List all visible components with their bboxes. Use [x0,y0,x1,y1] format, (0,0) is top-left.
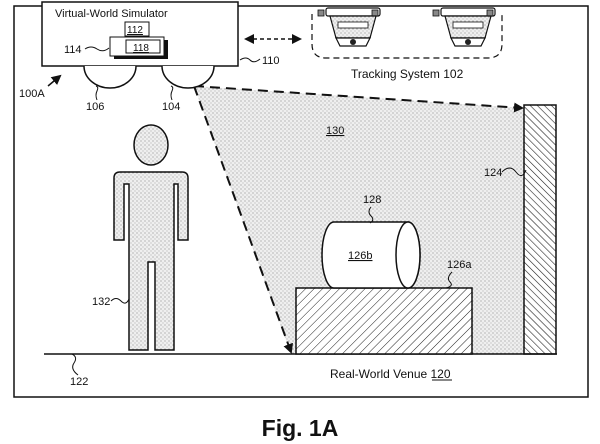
projector-106-label: 106 [86,101,104,113]
simulator-ref-leader [239,57,261,63]
projection-wall [523,104,557,355]
stack-ref-leader [84,46,110,52]
projector-104-leader [170,85,174,101]
cylinder-ref-leader [368,206,374,224]
person-ref-label: 132 [92,296,110,308]
projector-106-leader [95,85,99,101]
stack-ref-label: 114 [64,44,82,56]
platform-ref-label: 126a [447,259,472,271]
floor-ref-label: 122 [70,376,88,388]
platform-ref-leader [445,271,453,289]
simulator-ref-label: 110 [262,55,280,67]
figure-caption: Fig. 1A [262,415,339,441]
box-118-label: 118 [133,43,149,54]
tracking-bracket [311,14,503,59]
projection-area [194,86,524,354]
venue-frame [13,5,589,398]
tracking-camera-right [432,7,496,47]
platform-block [295,287,473,355]
cylinder-label: 126b [348,250,372,262]
person-figure [113,124,189,351]
inner-box-112-label: 112 [127,25,143,36]
person-ref-leader [110,298,130,304]
projector-104-label: 104 [162,101,180,113]
simulator-title: Virtual-World Simulator [55,8,168,20]
projection-top-edge [193,85,524,113]
system-ref-label: 100A [19,88,45,100]
box-118 [125,39,161,54]
tracking-camera-left [317,7,381,47]
floor-ref-leader [71,353,79,376]
projector-104-dome [161,65,215,89]
projection-ref-label: 130 [326,125,344,137]
inner-box-112 [124,21,150,37]
wall-ref-leader [501,167,527,176]
cylinder-ref-label: 128 [363,194,381,206]
system-ref-arrow [47,74,62,87]
cylinder-object: 126b [321,221,421,289]
venue-label: Real-World Venue 120 [330,367,451,381]
tracking-system-label: Tracking System 102 [351,67,464,81]
wall-ref-label: 124 [484,167,502,179]
projector-106-dome [83,65,137,89]
